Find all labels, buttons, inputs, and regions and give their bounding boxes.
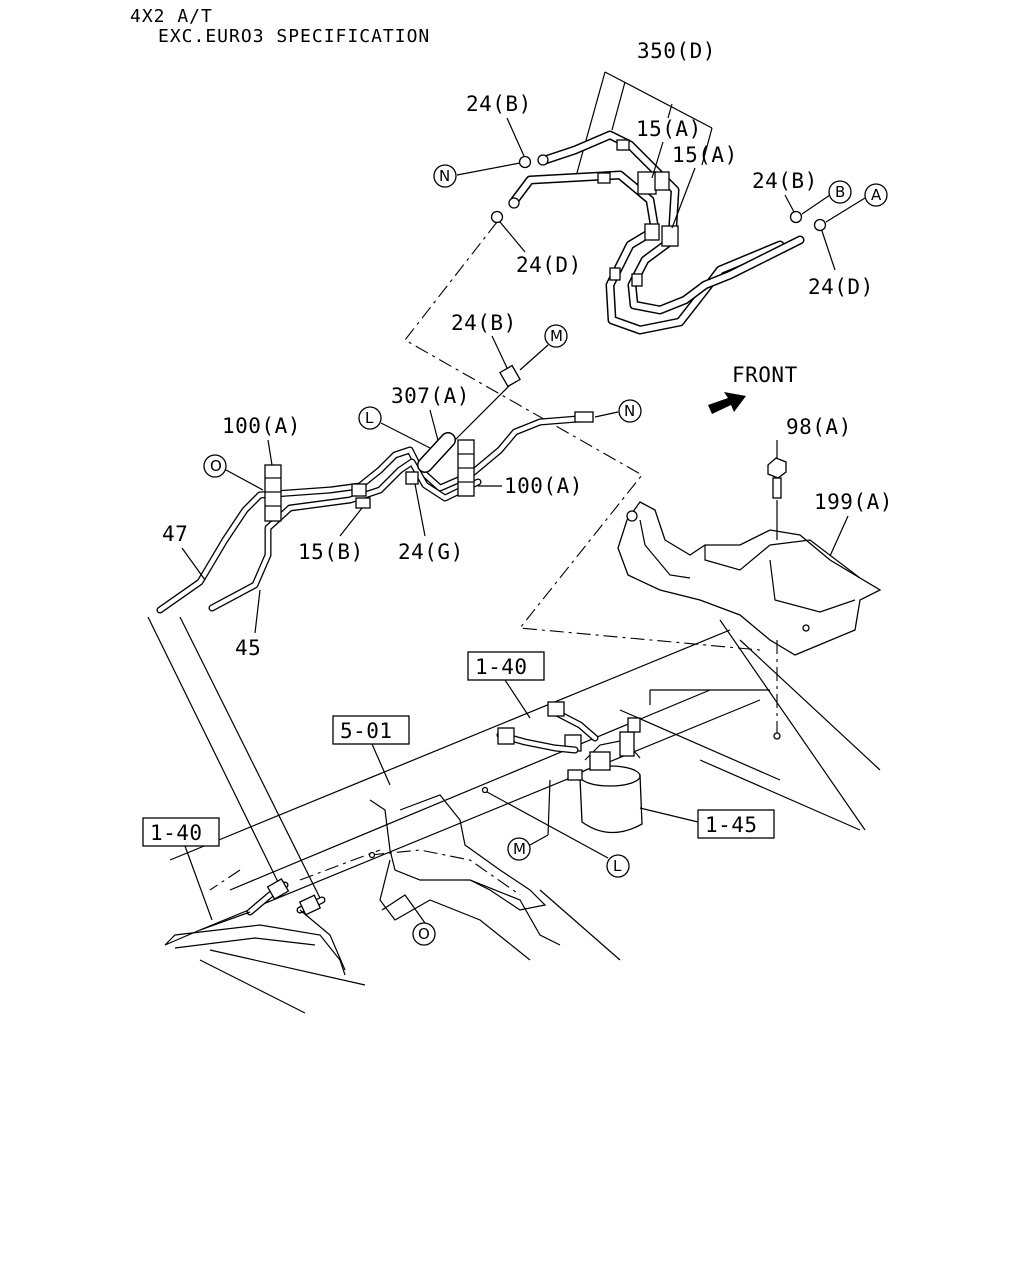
label-24g: 24(G) <box>398 540 464 564</box>
label-98a: 98(A) <box>786 415 852 439</box>
label-100a-left: 100(A) <box>222 414 301 438</box>
pipe-end-fittings[interactable] <box>164 878 346 971</box>
svg-text:N: N <box>624 402 635 420</box>
label-24d-left: 24(D) <box>516 253 582 277</box>
connector-n-top[interactable]: N <box>433 164 457 188</box>
label-307a: 307(A) <box>391 384 470 408</box>
label-45: 45 <box>235 636 261 660</box>
connector-m-bottom[interactable]: M <box>507 837 531 861</box>
label-350d: 350(D) <box>637 39 716 63</box>
label-15a-2: 15(A) <box>672 143 738 167</box>
label-24d-right: 24(D) <box>808 275 874 299</box>
ref-box-1-45[interactable]: 1-45 <box>697 809 775 839</box>
label-47: 47 <box>162 522 188 546</box>
header-line-1: 4X2 A/T <box>130 6 213 27</box>
connector-l-mid[interactable]: L <box>358 406 382 430</box>
svg-text:M: M <box>513 840 526 858</box>
clamp-24b-mid[interactable] <box>499 364 521 388</box>
connector-b-right[interactable]: B <box>828 180 852 204</box>
bracket-199a[interactable] <box>617 501 882 656</box>
svg-text:5-01: 5-01 <box>340 719 393 743</box>
svg-text:A: A <box>871 186 882 204</box>
connector-m-mid[interactable]: M <box>544 324 568 348</box>
svg-text:L: L <box>613 857 622 875</box>
front-arrow-icon <box>708 392 746 414</box>
svg-text:O: O <box>418 925 430 943</box>
ref-box-5-01[interactable]: 5-01 <box>332 715 410 745</box>
clamp-24b-top[interactable] <box>518 155 532 169</box>
fuel-pipes-47-45[interactable] <box>156 411 594 614</box>
header-line-2: EXC.EURO3 SPECIFICATION <box>158 26 430 47</box>
pipe-assembly-350d[interactable] <box>508 71 805 335</box>
svg-text:1-40: 1-40 <box>475 655 528 679</box>
connector-l-bottom[interactable]: L <box>606 854 630 878</box>
clamp-24d-right[interactable] <box>813 218 827 232</box>
front-label: FRONT <box>732 363 798 387</box>
bolt-98a[interactable] <box>767 457 787 499</box>
ref-box-1-40-top[interactable]: 1-40 <box>467 651 545 681</box>
fuel-filter[interactable] <box>496 701 643 834</box>
clamp-24b-right[interactable] <box>789 210 803 224</box>
svg-text:1-40: 1-40 <box>150 821 203 845</box>
label-15b: 15(B) <box>298 540 364 564</box>
label-24b-right: 24(B) <box>752 169 818 193</box>
connector-o-bottom[interactable]: O <box>412 922 436 946</box>
label-100a-right: 100(A) <box>504 474 583 498</box>
connector-a-right[interactable]: A <box>864 183 888 207</box>
svg-text:O: O <box>210 457 222 475</box>
svg-text:M: M <box>550 327 563 345</box>
svg-text:N: N <box>439 167 450 185</box>
svg-text:1-45: 1-45 <box>705 813 758 837</box>
label-24b-top: 24(B) <box>466 92 532 116</box>
svg-text:L: L <box>365 409 374 427</box>
clamp-24d-left[interactable] <box>490 210 504 224</box>
ref-box-1-40-left[interactable]: 1-40 <box>142 817 220 847</box>
connector-o-left[interactable]: O <box>203 454 227 478</box>
label-15a-1: 15(A) <box>636 117 702 141</box>
label-24b-mid: 24(B) <box>451 311 517 335</box>
label-199a: 199(A) <box>814 490 893 514</box>
connector-n-mid[interactable]: N <box>618 399 642 423</box>
svg-text:B: B <box>835 183 845 201</box>
